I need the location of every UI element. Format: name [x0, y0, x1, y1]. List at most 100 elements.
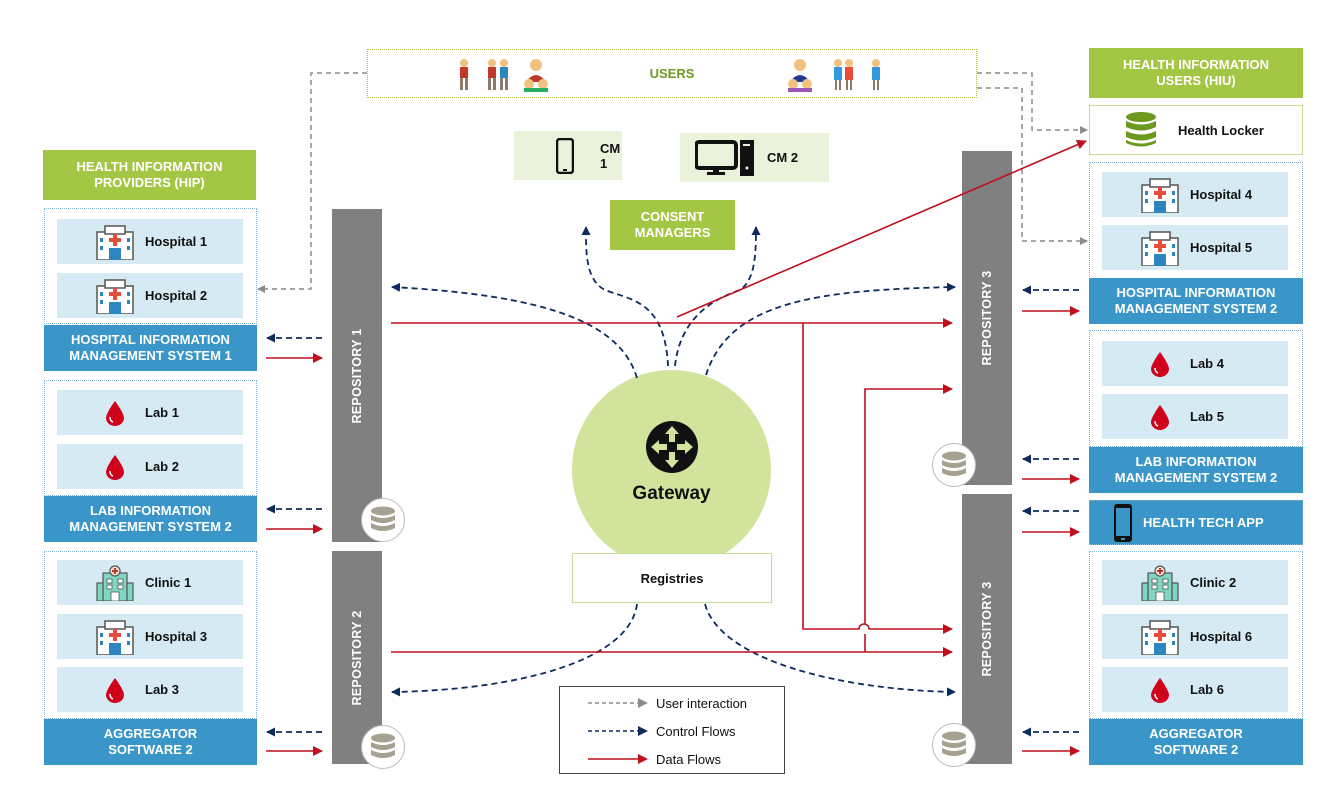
registries-label: Registries [640, 570, 704, 586]
hiu-item-label: Lab 5 [1190, 409, 1224, 424]
gateway-label: Gateway [632, 483, 711, 504]
hiu-health-tech-app[interactable]: HEALTH TECH APP [1089, 500, 1303, 545]
data-flow-branch-down [802, 323, 953, 634]
repository-1[interactable]: REPOSITORY 1 [332, 209, 382, 542]
control-flow-registries-repo2 [391, 603, 638, 697]
consent-manager-1[interactable]: CM 1 [514, 131, 622, 180]
hip-item-clinic-1[interactable]: Clinic 1 [57, 560, 243, 605]
hiu-item-lab-5[interactable]: Lab 5 [1102, 394, 1288, 439]
health-locker-label: Health Locker [1178, 122, 1264, 138]
hospital-icon [85, 619, 145, 655]
hiu-item-label: Lab 4 [1190, 356, 1224, 371]
health-locker[interactable]: Health Locker [1089, 105, 1303, 155]
control-flow-registries-repo3 [704, 603, 956, 697]
couple-icon [488, 59, 508, 90]
repository-3-upper[interactable]: REPOSITORY 3 [962, 151, 1012, 485]
hip-item-label: Lab 2 [145, 459, 179, 474]
hip-item-label: Lab 1 [145, 405, 179, 420]
hip-item-lab-2[interactable]: Lab 2 [57, 444, 243, 489]
hip-item-hospital-2[interactable]: Hospital 2 [57, 273, 243, 318]
registries-box[interactable]: Registries [572, 553, 772, 603]
people-icons-right [788, 59, 880, 92]
family-icon [524, 59, 548, 92]
hip-item-label: Hospital 2 [145, 288, 208, 303]
blood-drop-icon [1130, 404, 1190, 430]
legend-navy-dashed-arrow [588, 726, 648, 736]
users-icons-left [456, 58, 566, 92]
hiu-system-4[interactable]: AGGREGATOR SOFTWARE 2 [1089, 719, 1303, 765]
blood-drop-icon [85, 677, 145, 703]
hospital-icon [1130, 230, 1190, 266]
repository-3-lower[interactable]: REPOSITORY 3 [962, 494, 1012, 764]
hiu-header: HEALTH INFORMATION USERS (HIU) [1089, 48, 1303, 98]
legend-label: User interaction [656, 695, 748, 711]
legend-gray-dashed-arrow [588, 698, 648, 708]
legend-label: Control Flows [656, 723, 736, 739]
gateway-node[interactable]: Gateway [572, 370, 771, 569]
hiu-item-hospital-5[interactable]: Hospital 5 [1102, 225, 1288, 270]
user-interaction-arrow-health-locker [977, 72, 1088, 134]
hip-item-label: Hospital 1 [145, 234, 208, 249]
hip-item-hospital-3[interactable]: Hospital 3 [57, 614, 243, 659]
couple-icon [834, 59, 853, 90]
mobile-phone-icon [556, 137, 574, 174]
blood-drop-icon [1130, 677, 1190, 703]
hip-item-label: Clinic 1 [145, 575, 192, 590]
hiu-item-label: Clinic 2 [1190, 575, 1237, 590]
blood-drop-icon [85, 454, 145, 480]
repository-3-label: REPOSITORY 3 [980, 270, 994, 366]
hip-item-lab-1[interactable]: Lab 1 [57, 390, 243, 435]
consent-manager-2[interactable]: CM 2 [680, 133, 829, 182]
consent-managers-header: CONSENT MANAGERS [610, 200, 735, 250]
hiu-item-label: Hospital 4 [1190, 187, 1253, 202]
hiu-item-lab-4[interactable]: Lab 4 [1102, 341, 1288, 386]
clinic-icon [85, 564, 145, 601]
hiu-item-hospital-4[interactable]: Hospital 4 [1102, 172, 1288, 217]
users-icons-right [786, 58, 896, 92]
legend-item-data-flows: Data Flows [588, 750, 721, 768]
legend-red-solid-arrow [588, 754, 648, 764]
cm-1-label: CM 1 [600, 140, 621, 171]
database-icon [1124, 112, 1158, 148]
hiu-item-hospital-6[interactable]: Hospital 6 [1102, 614, 1288, 659]
control-flow-gateway-repo3 [705, 282, 956, 376]
hip-item-hospital-1[interactable]: Hospital 1 [57, 219, 243, 264]
hip-item-lab-3[interactable]: Lab 3 [57, 667, 243, 712]
repository-3-lower-database-icon [932, 723, 976, 767]
hiu-system-1[interactable]: HOSPITAL INFORMATION MANAGEMENT SYSTEM 2 [1089, 278, 1303, 324]
people-icons-left [460, 59, 548, 92]
hospital-icon [1130, 619, 1190, 655]
repository-2-label: REPOSITORY 2 [350, 609, 364, 706]
family-icon [788, 59, 812, 92]
clinic-icon [1130, 564, 1190, 601]
repository-3-upper-database-icon [932, 443, 976, 487]
hospital-icon [85, 278, 145, 314]
mobile-phone-icon [1113, 503, 1133, 543]
person-icon [872, 59, 880, 90]
legend: User interaction Control Flows Data Flow… [559, 686, 785, 774]
hip-system-2[interactable]: LAB INFORMATION MANAGEMENT SYSTEM 2 [44, 496, 257, 542]
hip-system-3[interactable]: AGGREGATOR SOFTWARE 2 [44, 719, 257, 765]
desktop-computer-icon [695, 139, 757, 176]
repository-1-database-icon [361, 498, 405, 542]
repository-3-label: REPOSITORY 3 [980, 581, 994, 677]
hiu-item-label: Lab 6 [1190, 682, 1224, 697]
hiu-item-lab-6[interactable]: Lab 6 [1102, 667, 1288, 712]
hiu-item-label: Hospital 5 [1190, 240, 1253, 255]
hip-group-mixed [44, 551, 257, 719]
person-icon [460, 59, 468, 90]
hospital-icon [1130, 177, 1190, 213]
hip-system-1[interactable]: HOSPITAL INFORMATION MANAGEMENT SYSTEM 1 [44, 325, 257, 371]
users-bar: USERS [367, 49, 977, 98]
hospital-icon [85, 224, 145, 260]
hiu-system-2[interactable]: LAB INFORMATION MANAGEMENT SYSTEM 2 [1089, 447, 1303, 493]
cm-2-label: CM 2 [767, 150, 799, 165]
hiu-item-clinic-2[interactable]: Clinic 2 [1102, 560, 1288, 605]
users-label: USERS [649, 66, 695, 81]
hip-header: HEALTH INFORMATION PROVIDERS (HIP) [43, 150, 256, 200]
hip-item-label: Lab 3 [145, 682, 179, 697]
hiu-item-label: Hospital 6 [1190, 629, 1253, 644]
legend-item-control-flows: Control Flows [588, 722, 735, 740]
hiu-group-labs [1089, 330, 1303, 447]
legend-item-user-interaction: User interaction [588, 694, 747, 712]
